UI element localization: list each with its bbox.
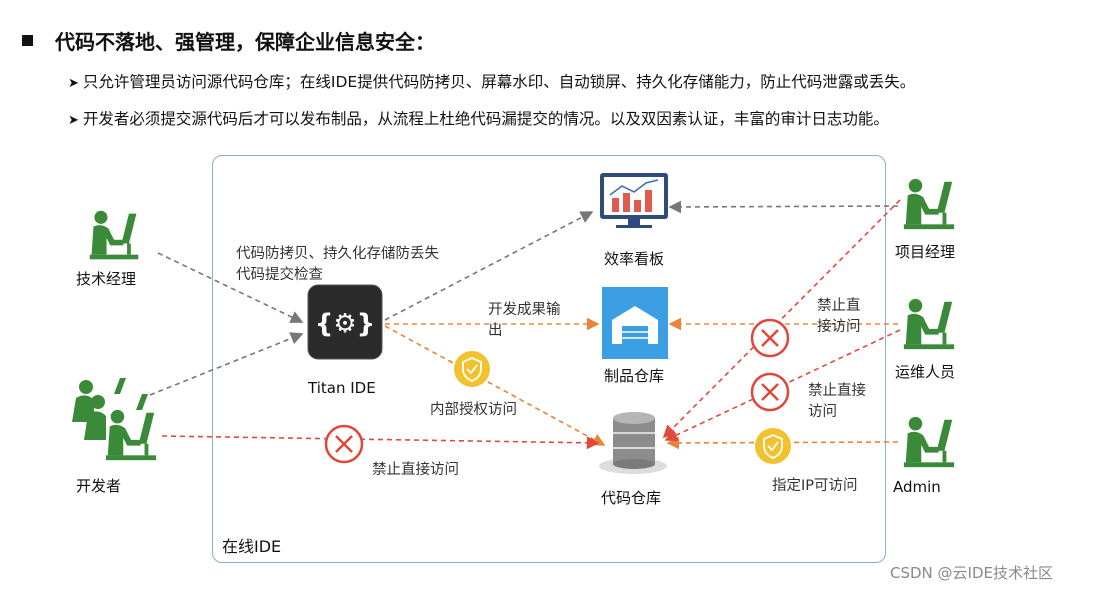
bullet-arrow-icon: ➤: [68, 113, 79, 128]
warehouse-icon: [602, 287, 668, 359]
arrow-ide-to-code-repo: [384, 325, 606, 446]
page-title: 代码不落地、强管理，保障企业信息安全：: [22, 26, 435, 55]
arrow-pm-to-code-repo: [662, 199, 901, 439]
bar-chart-monitor-icon: [600, 173, 668, 228]
gear-code-icon: {⚙}: [315, 309, 375, 339]
admin-allow-label: 指定IP可访问: [772, 478, 858, 494]
title-text: 代码不落地、强管理，保障企业信息安全：: [55, 30, 435, 54]
output-label-line2: 出: [488, 323, 503, 339]
forbidden-x-icon: [324, 424, 364, 464]
ops-forbid-line2: 访问: [808, 404, 837, 420]
project-manager-label: 项目经理: [895, 243, 956, 261]
bullet-text-1: 只允许管理员访问源代码仓库；在线IDE提供代码防拷贝、屏幕水印、自动锁屏、持久化…: [82, 73, 916, 91]
bullet-arrow-icon: ➤: [68, 76, 79, 91]
artifact-repo-label: 制品仓库: [604, 367, 665, 385]
admin-icon: [903, 416, 955, 468]
developer-group-icon: [72, 378, 148, 440]
output-label-line1: 开发成果输: [488, 302, 561, 318]
ide-note-line1: 代码防拷贝、持久化存储防丢失: [236, 246, 439, 262]
ops-label: 运维人员: [895, 363, 956, 381]
code-repo-label: 代码仓库: [601, 489, 662, 507]
arrow-developer-to-ide: [149, 332, 304, 396]
database-icon: [599, 412, 667, 474]
titan-ide-label: Titan IDE: [308, 379, 376, 397]
developer-label: 开发者: [76, 477, 122, 495]
developer-icon: [105, 409, 157, 461]
ops-icon: [903, 298, 955, 350]
internal-auth-label: 内部授权访问: [430, 402, 517, 418]
bullet-item-1: ➤只允许管理员访问源代码仓库；在线IDE提供代码防拷贝、屏幕水印、自动锁屏、持久…: [68, 70, 915, 92]
shield-check-icon: [454, 351, 490, 387]
title-bullet-square: [22, 35, 33, 46]
forbidden-x-icon: [750, 318, 790, 358]
developer-forbid-label: 禁止直接访问: [372, 462, 459, 478]
bullet-text-2: 开发者必须提交源代码后才可以发布制品，从流程上杜绝代码漏提交的情况。以及双因素认…: [82, 110, 889, 128]
ops-forbid-line1: 禁止直接: [808, 383, 866, 399]
pm-forbid-line1: 禁止直: [817, 298, 861, 314]
titan-ide-icon: {⚙}: [307, 284, 383, 360]
arrow-developer-to-code-repo: [161, 435, 600, 450]
ide-note-line2: 代码提交检查: [236, 267, 323, 283]
dashboard-label: 效率看板: [604, 250, 665, 268]
footer-watermark: CSDN @云IDE技术社区: [890, 564, 1053, 582]
bullet-item-2: ➤开发者必须提交源代码后才可以发布制品，从流程上杜绝代码漏提交的情况。以及双因素…: [68, 107, 889, 129]
connector-lines: [149, 199, 901, 450]
admin-label: Admin: [893, 478, 941, 496]
shield-check-icon: [755, 428, 791, 464]
arrow-ide-to-dashboard: [384, 211, 594, 321]
tech-manager-icon: [89, 210, 139, 260]
pm-forbid-line2: 接访问: [817, 319, 861, 335]
online-ide-frame: [212, 155, 886, 563]
arrow-pm-to-dashboard: [668, 200, 899, 214]
forbidden-x-icon: [750, 372, 790, 412]
frame-label: 在线IDE: [222, 537, 282, 556]
project-manager-icon: [903, 178, 955, 230]
tech-manager-label: 技术经理: [76, 270, 137, 288]
arrow-admin-to-code-repo: [666, 436, 899, 450]
